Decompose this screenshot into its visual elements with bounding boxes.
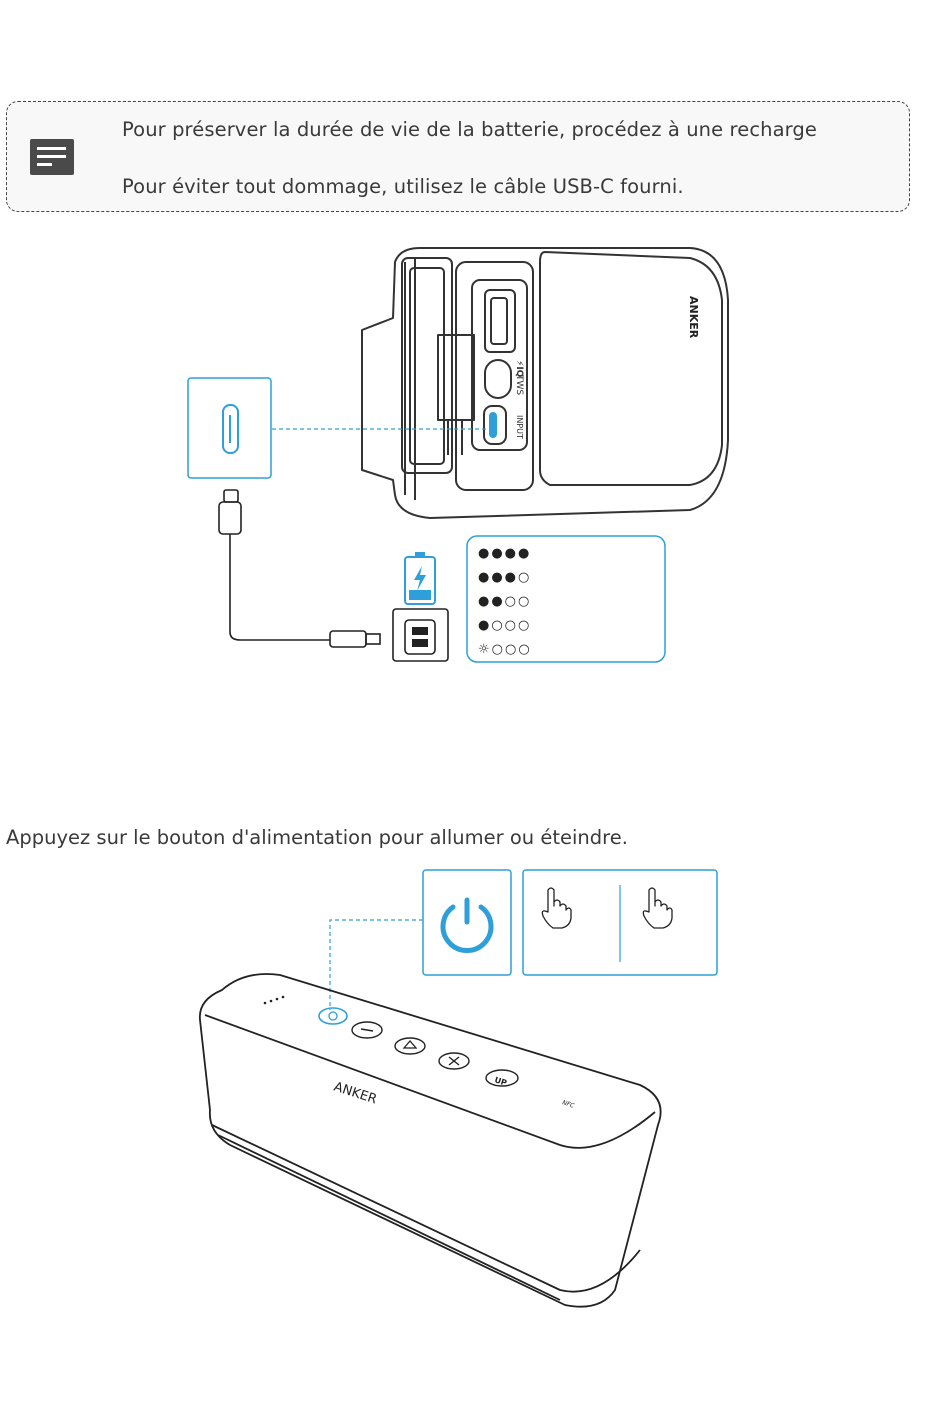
- battery-dots: [264, 996, 285, 1005]
- nfc-label: NFC: [561, 1099, 575, 1110]
- speaker-brand: ANKER: [332, 1080, 379, 1108]
- power-icon: [443, 900, 491, 950]
- control-buttons: [319, 1008, 518, 1086]
- hand-press-icon: [643, 888, 672, 928]
- power-connector: [330, 920, 423, 1010]
- hand-press-icon: [542, 888, 571, 928]
- speaker-body: [200, 974, 661, 1307]
- power-button: [319, 1008, 347, 1024]
